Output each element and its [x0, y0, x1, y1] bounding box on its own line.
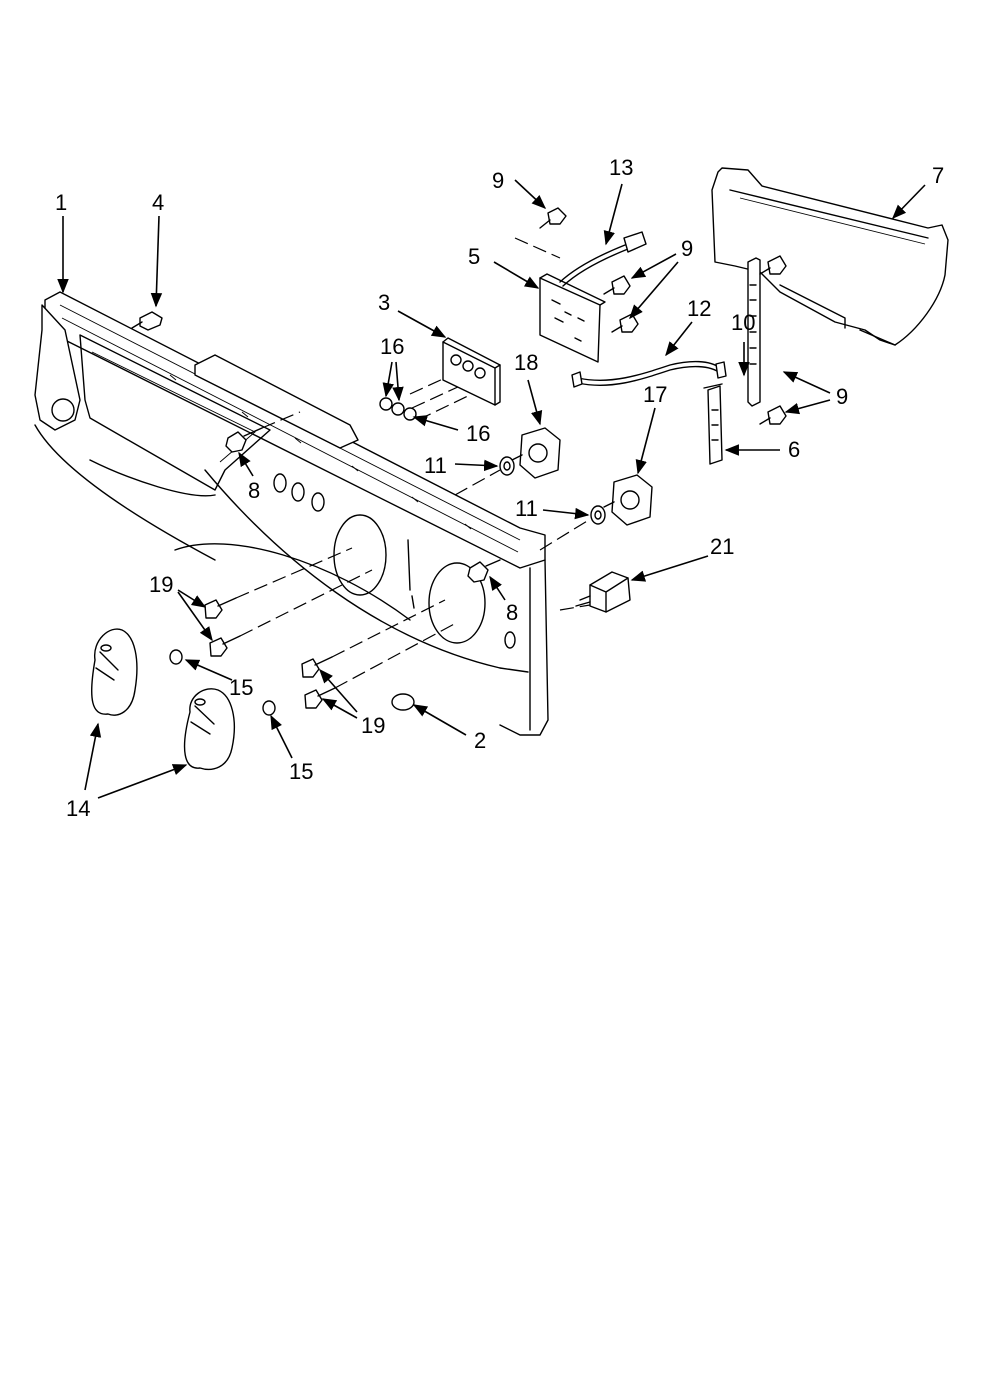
- switch-10: [747, 257, 761, 407]
- callout-9-board: 9: [681, 236, 693, 261]
- bracket-6: [703, 383, 723, 465]
- assembly-lines: [235, 237, 593, 689]
- nuts-16: [379, 397, 417, 421]
- callout-11-upper: 11: [424, 453, 447, 478]
- wire-12: [571, 360, 727, 388]
- clip-15-right: [262, 700, 276, 716]
- callout-7: 7: [932, 163, 944, 188]
- callout-6: 6: [788, 437, 800, 462]
- callout-18: 18: [514, 350, 538, 375]
- callout-19-left: 19: [149, 572, 173, 597]
- connector-21: [575, 571, 631, 613]
- encoder-17: [603, 474, 653, 526]
- callout-1: 1: [55, 190, 67, 215]
- screw-9-switch-a: [759, 255, 787, 275]
- screw-19-b: [209, 635, 241, 657]
- callout-9-top: 9: [492, 168, 504, 193]
- leader-lines: [57, 179, 926, 799]
- knob-14-right: [183, 688, 235, 771]
- screw-9-board-a: [603, 275, 631, 295]
- callout-19-right: 19: [361, 713, 385, 738]
- callout-17: 17: [643, 382, 667, 407]
- callout-8-upper: 8: [248, 478, 260, 503]
- screw-8-lower: [467, 559, 501, 583]
- callout-11-lower: 11: [515, 496, 538, 521]
- bracket-3: [442, 337, 501, 406]
- callout-3: 3: [378, 290, 390, 315]
- screw-9-switch-b: [759, 405, 787, 425]
- washer-11-lower: [590, 505, 606, 525]
- knob-14-left: [91, 628, 138, 716]
- callout-16-lower: 16: [466, 421, 490, 446]
- screw-4: [131, 311, 163, 331]
- washer-11-upper: [499, 456, 515, 476]
- callout-15-right: 15: [289, 759, 313, 784]
- screw-19-a: [204, 597, 237, 619]
- clip-15-left: [169, 649, 183, 665]
- callout-4: 4: [152, 190, 164, 215]
- callout-10: 10: [731, 310, 755, 335]
- callout-9-switch: 9: [836, 384, 848, 409]
- screw-9-board-b: [611, 313, 639, 333]
- harness-13: [559, 231, 647, 287]
- callout-13: 13: [609, 155, 633, 180]
- screw-19-d: [304, 687, 336, 709]
- callout-12: 12: [687, 296, 711, 321]
- callout-14: 14: [66, 796, 90, 821]
- screw-9-top: [539, 207, 567, 229]
- callout-21: 21: [710, 534, 734, 559]
- board-5: [539, 273, 606, 363]
- callout-labels: 1 4 9 13 7 5 9 3 12 10 16 18 9 16 17 6 1…: [55, 155, 944, 821]
- cover-7: [711, 167, 949, 346]
- console-panel: [34, 291, 549, 736]
- callout-16-top: 16: [380, 334, 404, 359]
- callout-5: 5: [468, 244, 480, 269]
- callout-8-lower: 8: [506, 600, 518, 625]
- screw-8-upper: [225, 427, 263, 453]
- screw-19-c: [301, 656, 333, 678]
- button-2: [391, 693, 415, 711]
- callout-15-left: 15: [229, 675, 253, 700]
- encoder-18: [511, 427, 561, 479]
- callout-2: 2: [474, 728, 486, 753]
